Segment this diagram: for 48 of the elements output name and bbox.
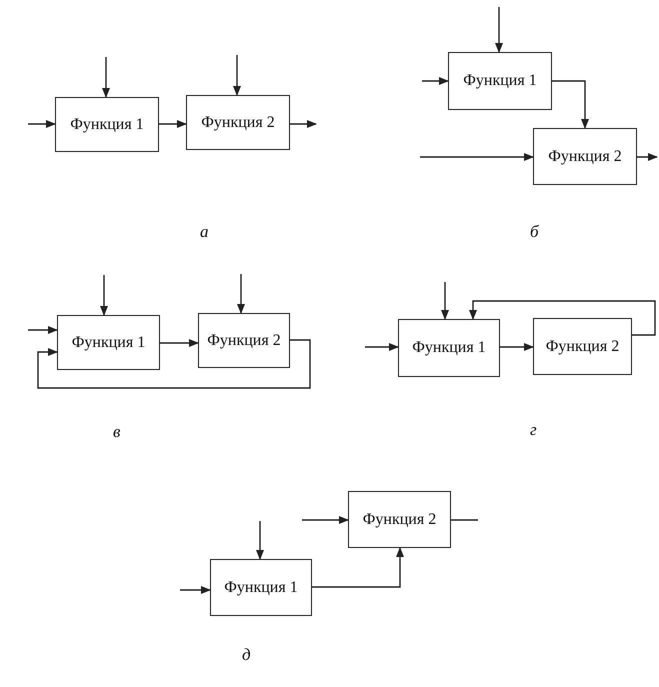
arrow xyxy=(100,275,108,316)
function-label: Функция 2 xyxy=(201,114,275,132)
subfigure-letter: г xyxy=(530,420,537,440)
subfigure-letter: а xyxy=(200,222,208,242)
arrow xyxy=(500,343,534,351)
subfigure-letter: б xyxy=(530,222,539,242)
arrow xyxy=(256,521,264,560)
arrow xyxy=(312,547,404,588)
function-box xyxy=(533,318,632,375)
arrow xyxy=(28,120,56,128)
function-label: Функция 1 xyxy=(72,334,146,352)
function-box xyxy=(533,128,637,185)
arrow xyxy=(28,326,58,334)
arrow xyxy=(233,55,241,96)
arrow xyxy=(102,57,110,98)
arrow xyxy=(441,282,449,320)
function-box xyxy=(398,319,500,377)
arrow xyxy=(159,120,187,128)
arrow xyxy=(422,77,449,85)
arrow xyxy=(637,153,658,161)
function-box xyxy=(55,97,159,152)
function-box xyxy=(348,491,451,548)
arrow xyxy=(180,586,211,594)
function-label: Функция 1 xyxy=(70,116,144,134)
function-label: Функция 1 xyxy=(412,339,486,357)
arrow xyxy=(469,300,656,336)
subfigure-letter: д xyxy=(242,645,251,665)
arrow xyxy=(302,516,349,524)
function-box xyxy=(448,52,552,110)
function-label: Функция 1 xyxy=(224,578,298,596)
arrow xyxy=(237,274,245,314)
function-label: Функция 2 xyxy=(546,338,620,356)
arrow xyxy=(365,343,399,351)
function-box xyxy=(198,313,290,368)
function-label: Функция 2 xyxy=(548,148,622,166)
function-box xyxy=(210,559,312,616)
function-label: Функция 2 xyxy=(207,332,281,350)
arrow xyxy=(290,120,317,128)
arrow xyxy=(160,339,199,347)
arrow xyxy=(37,339,311,389)
arrow xyxy=(495,7,503,53)
subfigure-letter: в xyxy=(113,422,120,442)
function-box xyxy=(57,315,160,370)
function-label: Функция 2 xyxy=(362,510,436,528)
arrow xyxy=(420,153,534,161)
arrow xyxy=(552,80,589,129)
function-box xyxy=(186,95,290,150)
function-label: Функция 1 xyxy=(463,72,537,90)
